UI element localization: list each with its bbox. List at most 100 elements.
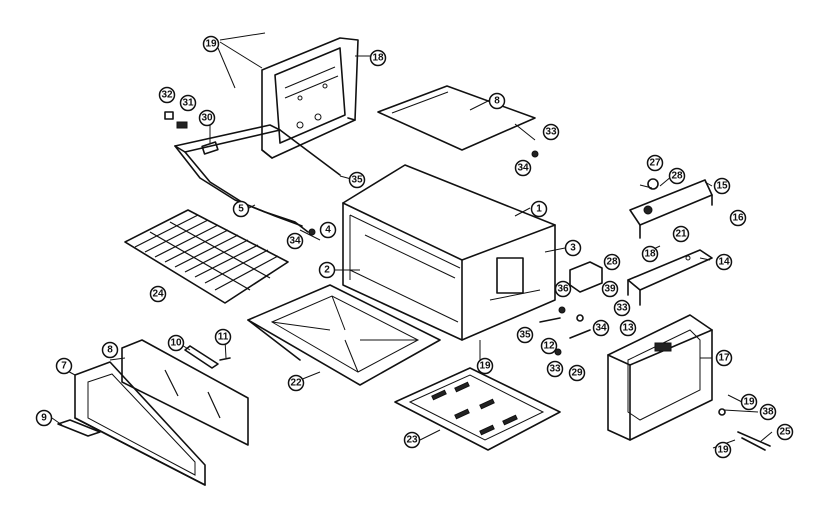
svg-text:28: 28 [606,257,618,268]
callout-23: 23 [403,431,421,449]
svg-text:38: 38 [762,407,774,418]
part-broiler-pan [394,367,561,451]
callout-12: 12 [540,337,558,355]
svg-text:23: 23 [406,435,418,446]
callout-10: 10 [167,334,185,352]
part-drip-pan [247,284,441,386]
part-switch-bracket [629,178,713,239]
part-control-bracket [627,249,713,306]
svg-text:32: 32 [161,90,173,101]
svg-text:14: 14 [718,257,730,268]
svg-text:21: 21 [675,229,687,240]
callout-19: 19 [202,35,220,53]
callout-24: 24 [149,285,167,303]
svg-text:25: 25 [779,427,791,438]
callout-18: 18 [641,245,659,263]
callout-30: 30 [198,109,216,127]
part-rear-panel [261,37,359,159]
svg-text:8: 8 [107,345,113,356]
svg-text:2: 2 [324,265,330,276]
callout-28: 28 [668,167,686,185]
part-door-hinge [184,345,231,369]
svg-text:18: 18 [644,249,656,260]
callout-33: 33 [546,360,564,378]
svg-text:15: 15 [716,181,728,192]
part-element-brackets [164,111,219,155]
callout-34: 34 [514,159,532,177]
callout-5: 5 [232,200,250,218]
part-door-frame [74,361,206,486]
part-transformer [539,261,603,339]
svg-text:35: 35 [519,330,531,341]
svg-text:16: 16 [732,213,744,224]
svg-text:29: 29 [571,368,583,379]
callout-4: 4 [319,221,337,239]
leader-lines [51,32,773,449]
part-screws [308,150,562,356]
callout-36: 36 [554,280,572,298]
callout-31: 31 [179,94,197,112]
callout-13: 13 [619,319,637,337]
svg-text:5: 5 [238,204,244,215]
svg-text:19: 19 [205,39,217,50]
callout-15: 15 [713,177,731,195]
svg-text:33: 33 [549,364,561,375]
callout-19: 19 [740,393,758,411]
callout-27: 27 [646,154,664,172]
part-oven-rack [124,209,289,304]
callout-8: 8 [101,341,119,359]
callout-34: 34 [592,319,610,337]
svg-text:11: 11 [218,332,229,343]
callout-35: 35 [516,326,534,344]
part-top-plate [377,85,536,151]
callout-21: 21 [672,225,690,243]
callout-11: 11 [214,328,232,346]
callout-19: 19 [714,441,732,459]
callout-8: 8 [488,92,506,110]
svg-text:19: 19 [479,361,491,372]
callout-34: 34 [286,232,304,250]
svg-text:28: 28 [671,171,683,182]
callout-28: 28 [603,253,621,271]
svg-text:3: 3 [570,243,576,254]
svg-text:31: 31 [182,98,194,109]
svg-text:24: 24 [152,289,164,300]
svg-text:1: 1 [536,204,542,215]
svg-text:12: 12 [543,341,555,352]
svg-text:34: 34 [595,323,607,334]
callout-3: 3 [564,239,582,257]
callout-39: 39 [601,280,619,298]
callout-35: 35 [348,171,366,189]
part-door-handle [57,419,101,437]
svg-text:9: 9 [41,413,47,424]
callout-33: 33 [613,299,631,317]
callout-38: 38 [759,403,777,421]
callout-9: 9 [35,409,53,427]
svg-text:36: 36 [557,284,569,295]
callout-14: 14 [715,253,733,271]
callout-7: 7 [55,357,73,375]
callout-1: 1 [530,200,548,218]
svg-text:8: 8 [494,96,500,107]
callout-16: 16 [729,209,747,227]
part-probe-wire [718,408,771,451]
callout-22: 22 [287,374,305,392]
svg-text:35: 35 [351,175,363,186]
svg-text:7: 7 [61,361,67,372]
svg-text:39: 39 [604,284,616,295]
svg-text:22: 22 [290,378,302,389]
callout-2: 2 [318,261,336,279]
svg-text:30: 30 [201,113,213,124]
svg-text:34: 34 [517,163,529,174]
callout-19: 19 [476,357,494,375]
callout-29: 29 [568,364,586,382]
svg-text:17: 17 [718,353,730,364]
svg-text:34: 34 [289,236,301,247]
callout-17: 17 [715,349,733,367]
svg-text:18: 18 [372,53,384,64]
part-door-glass [121,339,249,446]
svg-text:13: 13 [622,323,634,334]
svg-text:4: 4 [325,225,331,236]
part-oven-cavity [342,164,556,341]
part-control-panel [607,314,713,441]
